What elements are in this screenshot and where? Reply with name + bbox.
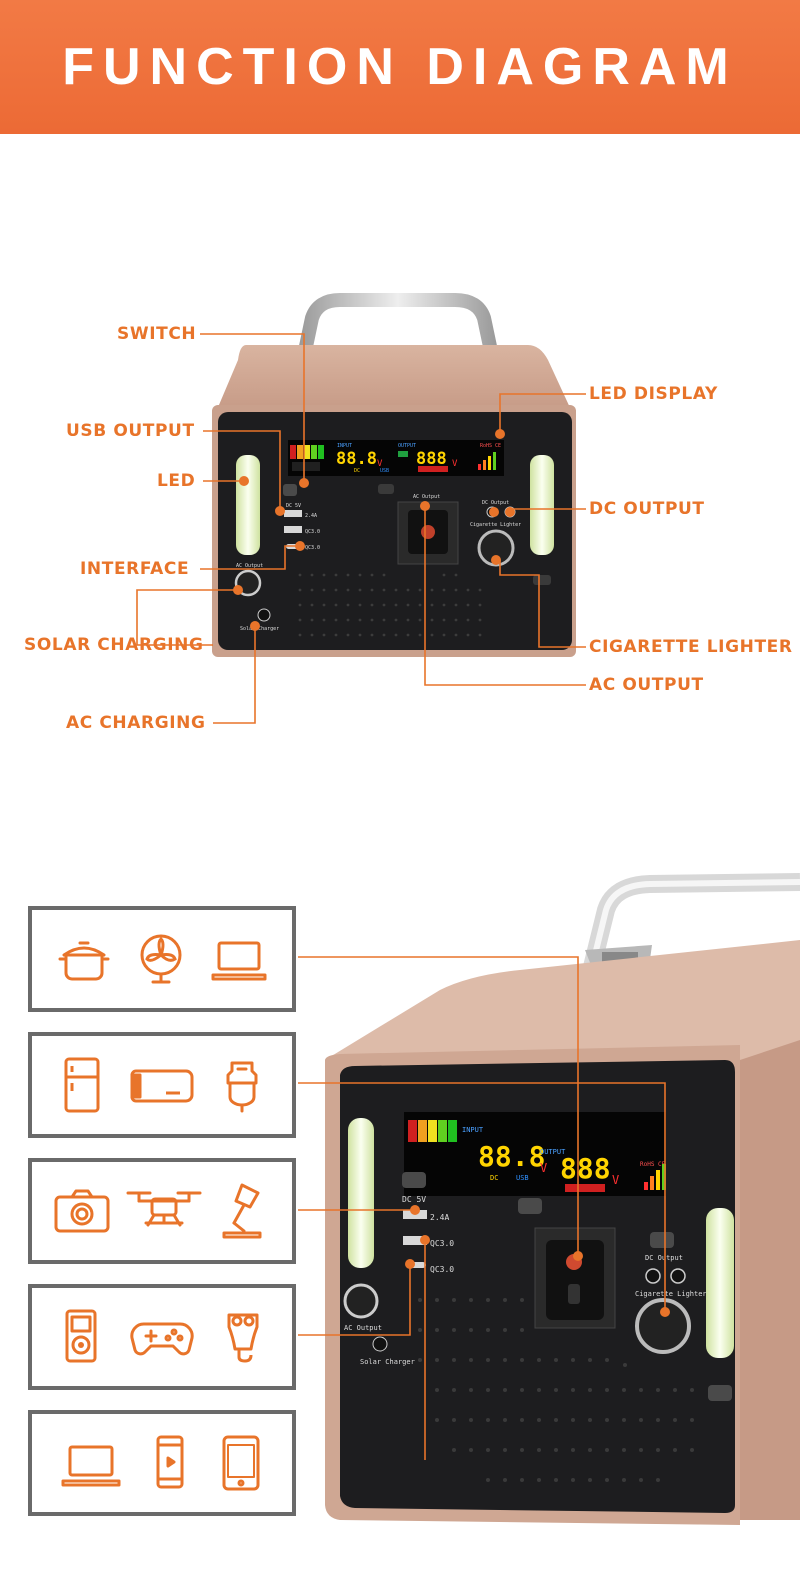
usb-port-1 bbox=[284, 510, 302, 517]
device-group-3 bbox=[28, 1158, 296, 1264]
device-group-4 bbox=[28, 1284, 296, 1390]
device-group-1 bbox=[28, 906, 296, 1012]
gamepad-icon bbox=[130, 1322, 194, 1356]
switch-button bbox=[283, 484, 297, 496]
desk-lamp-icon bbox=[222, 1183, 262, 1239]
lcd-unit-input-angled: V bbox=[540, 1161, 547, 1175]
laptop-icon bbox=[61, 1445, 121, 1487]
lcd-output-label-angled: OUTPUT bbox=[540, 1148, 566, 1156]
car-charger-icon bbox=[226, 1061, 258, 1113]
lcd-input-label-angled: INPUT bbox=[462, 1126, 484, 1134]
usb-24a-text: 2.4A bbox=[305, 513, 317, 519]
tablet-icon bbox=[222, 1435, 260, 1491]
page-title: FUNCTION DIAGRAM bbox=[62, 38, 738, 96]
lcd-input-value: 88.8 bbox=[336, 449, 377, 469]
device-top bbox=[216, 345, 572, 412]
dc-output-text: DC Output bbox=[482, 500, 509, 506]
solar-text: Solar Charger bbox=[240, 626, 279, 632]
speaker-grille-angled bbox=[418, 1298, 694, 1482]
led-bar-right-angled bbox=[706, 1208, 734, 1358]
lcd-input-label: INPUT bbox=[337, 443, 352, 449]
qc30-text: QC3.0 bbox=[305, 529, 320, 535]
front-view-diagram: INPUT 88.8 V OUTPUT 888 V DC USB RoHS CE… bbox=[136, 293, 586, 724]
label-cigarette-lighter: CIGARETTE LIGHTER bbox=[589, 637, 793, 657]
callout-lines bbox=[136, 333, 586, 724]
camera-icon bbox=[54, 1189, 110, 1233]
label-ac-output: AC OUTPUT bbox=[589, 675, 704, 695]
label-solar-charging: SOLAR CHARGING bbox=[24, 635, 204, 655]
cigarette-text: Cigarette Lighter bbox=[470, 522, 521, 528]
laptop-icon bbox=[211, 941, 267, 981]
rice-cooker-icon bbox=[58, 941, 110, 981]
label-interface: INTERFACE bbox=[80, 559, 190, 579]
lcd-rohs-angled: RoHS CE bbox=[640, 1161, 666, 1168]
usb-24a-text-angled: 2.4A bbox=[430, 1213, 449, 1222]
dc5v-text-angled: DC 5V bbox=[402, 1195, 426, 1204]
label-dc-output: DC OUTPUT bbox=[589, 499, 705, 519]
device-group-2 bbox=[28, 1032, 296, 1138]
qc30-typec-text-angled: QC3.0 bbox=[430, 1265, 454, 1274]
fridge-icon bbox=[64, 1057, 100, 1113]
label-led: LED bbox=[157, 471, 196, 491]
device-connector-lines bbox=[298, 956, 666, 1460]
lcd-rohs: RoHS CE bbox=[480, 443, 501, 449]
lcd-unit-output-angled: V bbox=[612, 1173, 619, 1187]
ac-output-text: AC Output bbox=[413, 494, 440, 500]
lcd-dc-angled: DC bbox=[490, 1174, 498, 1182]
device-connector-dots bbox=[405, 1205, 670, 1317]
qc30-typec-text: QC3.0 bbox=[305, 545, 320, 551]
led-bar-left-angled bbox=[348, 1118, 374, 1268]
label-switch: SWITCH bbox=[117, 324, 197, 344]
phone-icon bbox=[156, 1435, 184, 1489]
lcd-output-value-angled: 888 bbox=[560, 1152, 611, 1185]
drone-icon bbox=[126, 1191, 202, 1227]
header-banner: FUNCTION DIAGRAM bbox=[0, 0, 800, 134]
fan-icon bbox=[140, 934, 182, 984]
lcd-unit-output: V bbox=[452, 459, 458, 469]
lcd-unit-input: V bbox=[377, 459, 383, 469]
callout-dots bbox=[233, 429, 515, 631]
power-bank-icon bbox=[130, 1069, 194, 1103]
ac-output-left-text: AC Output bbox=[236, 563, 263, 569]
mp3-player-icon bbox=[65, 1309, 97, 1363]
solar-text-angled: Solar Charger bbox=[360, 1358, 415, 1366]
led-bar-right bbox=[530, 455, 554, 555]
cigarette-text-angled: Cigarette Lighter bbox=[635, 1290, 707, 1298]
device-group-5 bbox=[28, 1410, 296, 1516]
lcd-input-value-angled: 88.8 bbox=[478, 1140, 545, 1173]
dc-output-text-angled: DC Output bbox=[645, 1254, 683, 1262]
label-usb-output: USB OUTPUT bbox=[66, 421, 195, 441]
lcd-dc: DC bbox=[354, 468, 360, 474]
solar-port bbox=[257, 608, 271, 622]
lcd-usb-angled: USB bbox=[516, 1174, 529, 1182]
label-ac-charging: AC CHARGING bbox=[66, 713, 206, 733]
handle bbox=[293, 293, 503, 377]
lcd-output-label: OUTPUT bbox=[398, 443, 416, 449]
qc30-text-angled: QC3.0 bbox=[430, 1239, 454, 1248]
ac-output-left-text-angled: AC Output bbox=[344, 1324, 382, 1332]
lcd-output-value: 888 bbox=[416, 449, 447, 469]
lcd-display-angled bbox=[404, 1112, 666, 1196]
lcd-usb: USB bbox=[380, 468, 389, 474]
label-led-display: LED DISPLAY bbox=[589, 384, 718, 404]
usb-port-2 bbox=[284, 526, 302, 533]
dc5v-text: DC 5V bbox=[286, 503, 301, 509]
speaker-grille bbox=[298, 573, 482, 637]
shaver-icon bbox=[227, 1313, 259, 1363]
